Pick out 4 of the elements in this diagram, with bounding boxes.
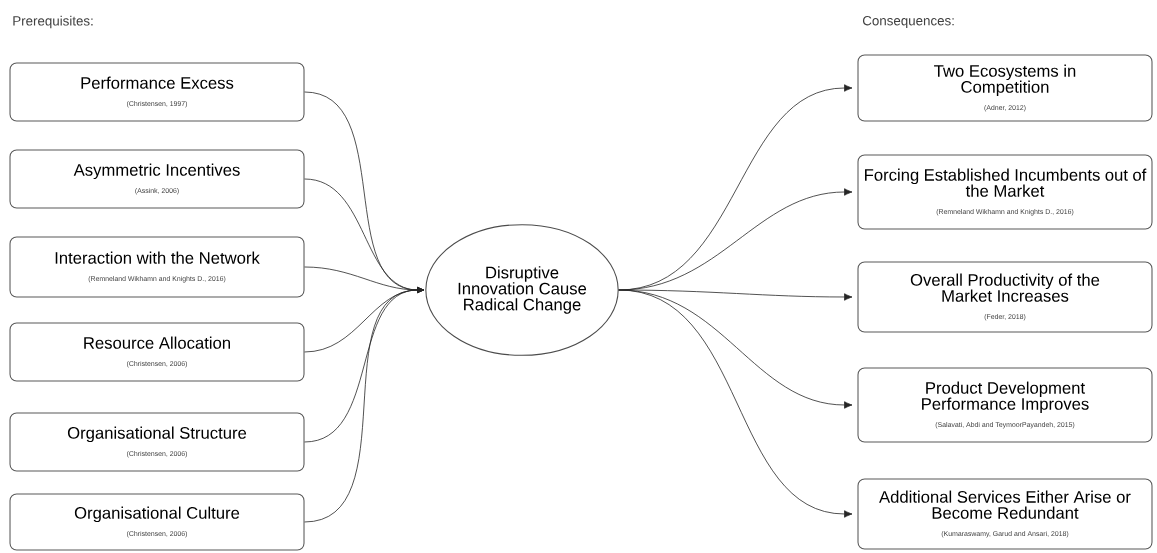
arrow (304, 287, 425, 523)
section-heading: Consequences: (862, 15, 954, 29)
section-heading: Prerequisites: (13, 15, 93, 29)
arrow (618, 289, 853, 518)
